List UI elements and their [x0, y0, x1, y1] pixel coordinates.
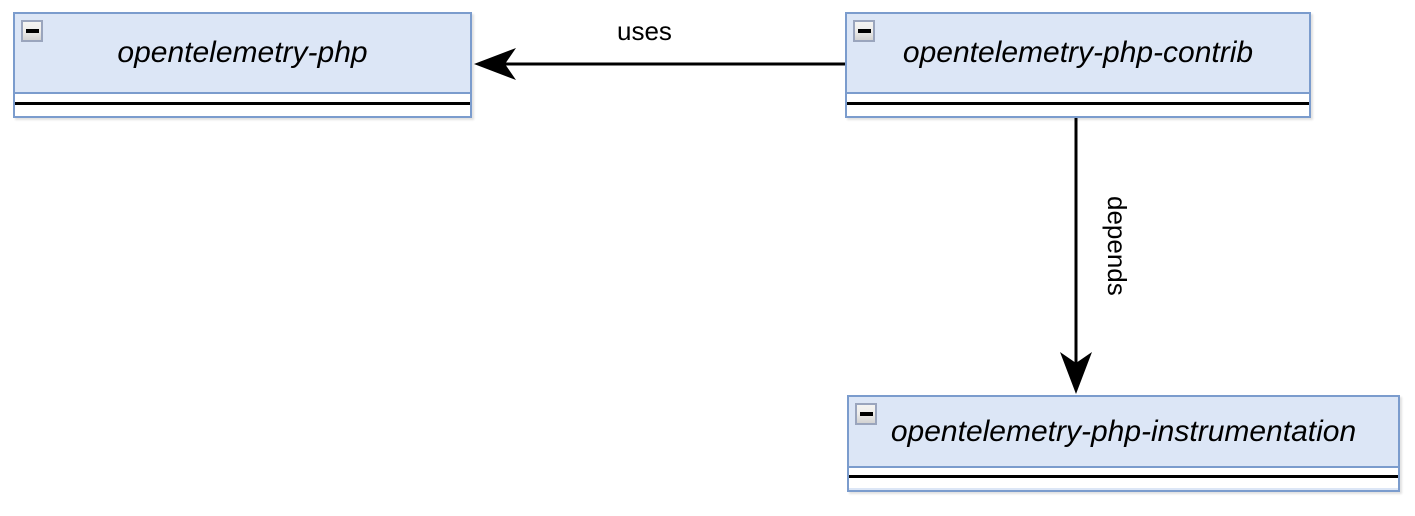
- node-compartment-operations: [15, 105, 470, 116]
- node-title: opentelemetry-php-instrumentation: [890, 414, 1357, 448]
- node-title: opentelemetry-php: [117, 36, 368, 69]
- node-header: opentelemetry-php-contrib: [847, 14, 1309, 94]
- collapse-minus-icon[interactable]: [853, 20, 875, 42]
- minus-glyph: [859, 412, 873, 416]
- edge-uses: [474, 48, 845, 80]
- node-compartment-attributes: [847, 94, 1309, 105]
- edge-label-depends: depends: [1102, 196, 1132, 296]
- edge-label-uses: uses: [617, 16, 672, 46]
- collapse-minus-icon[interactable]: [21, 20, 43, 42]
- node-compartment-operations: [849, 478, 1398, 488]
- package-node-opentelemetry-php-instrumentation[interactable]: opentelemetry-php-instrumentation: [847, 395, 1400, 492]
- edge-uses-arrowhead: [474, 48, 516, 80]
- node-compartment-attributes: [849, 468, 1398, 478]
- package-node-opentelemetry-php-contrib[interactable]: opentelemetry-php-contrib: [845, 12, 1311, 118]
- package-node-opentelemetry-php[interactable]: opentelemetry-php: [13, 12, 472, 118]
- node-title: opentelemetry-php-contrib: [902, 36, 1254, 69]
- edge-depends-arrowhead: [1060, 352, 1092, 394]
- minus-glyph: [25, 29, 39, 33]
- collapse-minus-icon[interactable]: [855, 403, 877, 425]
- node-header: opentelemetry-php: [15, 14, 470, 94]
- edge-depends: [1060, 118, 1092, 394]
- node-compartment-operations: [847, 105, 1309, 116]
- node-header: opentelemetry-php-instrumentation: [849, 397, 1398, 468]
- minus-glyph: [857, 29, 871, 33]
- node-compartment-attributes: [15, 94, 470, 105]
